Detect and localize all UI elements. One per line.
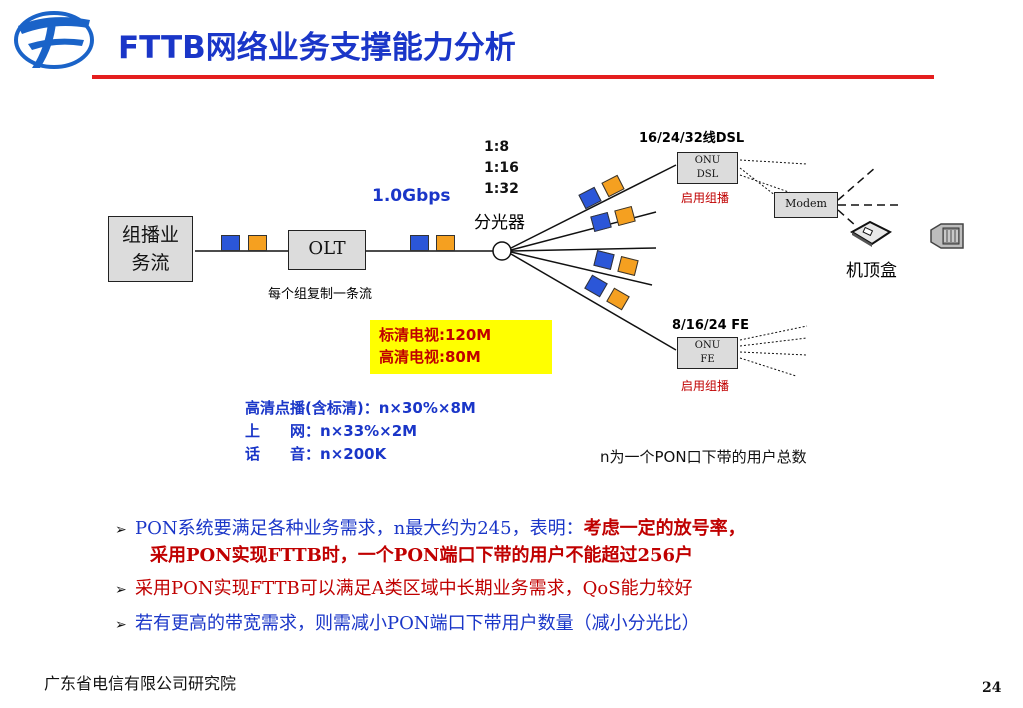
bullet-1-line-2: 采用PON实现FTTB时，一个PON端口下带的用户不能超过256户: [115, 543, 746, 569]
split-ratio-list: 1:8 1:16 1:32: [484, 137, 519, 200]
source-line-1: 组播业: [121, 224, 179, 246]
bullet-1-text-a: PON系统要满足各种业务需求，n最大约为245，表明：: [135, 518, 584, 539]
packet-orange: [436, 235, 455, 251]
bullet-1-line-1: ➢ PON系统要满足各种业务需求，n最大约为245，表明：考虑一定的放号率，: [115, 516, 746, 543]
splitter-label: 分光器: [474, 213, 525, 233]
traffic-vod-value: n×30%×8M: [378, 399, 476, 417]
packet-blue: [410, 235, 429, 251]
tv-sd-line: 标清电视:120M: [379, 326, 492, 344]
set-top-box-icon: [850, 218, 892, 248]
split-ratio: 1:32: [484, 181, 519, 197]
bullet-1-text-c: 采用PON实现FTTB时，一个PON端口下带的用户不能超过256户: [150, 545, 694, 566]
traffic-formulas: 高清点播(含标清)：n×30%×8M 上 网：n×33%×2M 话 音：n×20…: [245, 397, 476, 466]
bullet-3: ➢ 若有更高的带宽需求，则需减小PON端口下带用户数量（减小分光比）: [115, 611, 700, 638]
olt-box: OLT: [288, 230, 366, 270]
traffic-internet-line: 上 网：n×33%×2M: [245, 420, 476, 443]
bullet-arrow-icon: ➢: [115, 582, 127, 598]
footer-organization: 广东省电信有限公司研究院: [44, 674, 237, 693]
onu-fe-caption: 启用组播: [681, 379, 730, 393]
onu-fe-line-1: ONU: [694, 340, 721, 351]
traffic-voice-label: 话 音：: [245, 445, 321, 463]
onu-dsl-caption: 启用组播: [681, 191, 730, 205]
n-definition-note: n为一个PON口下带的用户总数: [600, 448, 807, 466]
split-ratio: 1:16: [484, 160, 519, 176]
packet-orange: [248, 235, 267, 251]
onu-fe-header: 8/16/24 FE: [672, 318, 750, 333]
onu-fe-box: ONU FE: [677, 337, 738, 369]
page-number: 24: [982, 680, 1002, 696]
onu-dsl-box: ONU DSL: [677, 152, 738, 184]
title-divider: [92, 75, 934, 79]
set-top-box-label: 机顶盒: [846, 261, 897, 281]
traffic-vod-line: 高清点播(含标清)：n×30%×8M: [245, 397, 476, 420]
onu-fe-line-2: FE: [700, 354, 715, 365]
bullet-3-text: 若有更高的带宽需求，则需减小PON端口下带用户数量（减小分光比）: [135, 613, 700, 634]
onu-dsl-header: 16/24/32线DSL: [639, 131, 745, 146]
slide-title: FTTB网络业务支撑能力分析: [118, 30, 516, 66]
olt-caption: 每个组复制一条流: [268, 287, 373, 302]
traffic-voice-value: n×200K: [320, 445, 387, 463]
traffic-internet-value: n×33%×2M: [320, 422, 418, 440]
bullet-arrow-icon: ➢: [115, 522, 127, 538]
tv-hd-line: 高清电视:80M: [379, 348, 481, 366]
bullet-1: ➢ PON系统要满足各种业务需求，n最大约为245，表明：考虑一定的放号率， 采用…: [115, 516, 746, 569]
packet-blue: [221, 235, 240, 251]
traffic-voice-line: 话 音：n×200K: [245, 443, 476, 466]
source-line-2: 务流: [131, 252, 170, 274]
traffic-vod-label: 高清点播(含标清)：: [245, 399, 379, 417]
modem-box: Modem: [774, 192, 838, 218]
traffic-internet-label: 上 网：: [245, 422, 321, 440]
tv-bandwidth-box: 标清电视:120M 高清电视:80M: [370, 320, 552, 374]
phone-icon: [927, 216, 967, 256]
bullet-arrow-icon: ➢: [115, 617, 127, 633]
bandwidth-label: 1.0Gbps: [372, 186, 451, 206]
multicast-source-box: 组播业 务流: [108, 216, 193, 282]
bullet-2-text: 采用PON实现FTTB可以满足A类区域中长期业务需求，QoS能力较好: [135, 578, 693, 599]
china-telecom-logo: [8, 6, 96, 76]
bullet-2: ➢ 采用PON实现FTTB可以满足A类区域中长期业务需求，QoS能力较好: [115, 576, 693, 603]
bullet-1-text-b: 考虑一定的放号率，: [583, 518, 746, 539]
onu-dsl-line-2: DSL: [696, 169, 719, 180]
split-ratio: 1:8: [484, 139, 510, 155]
onu-dsl-line-1: ONU: [694, 155, 721, 166]
